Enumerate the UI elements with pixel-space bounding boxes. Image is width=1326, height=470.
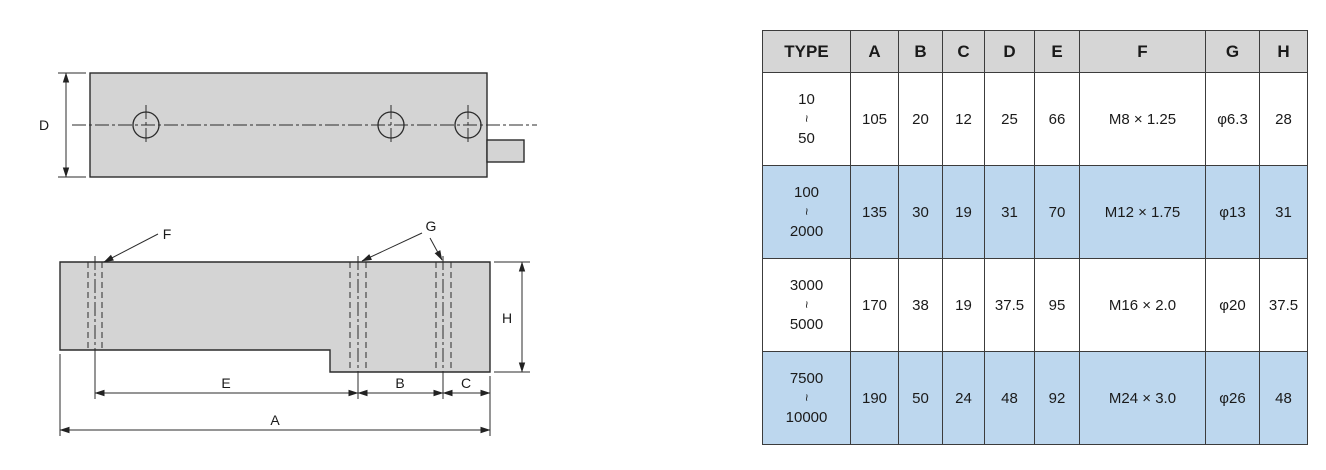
dimension-E: E	[94, 375, 359, 397]
table-row: 7500 ~ 10000 190 50 24 48 92 M24 × 3.0 φ…	[762, 351, 1308, 445]
cell-h: 28	[1259, 72, 1308, 166]
cell-e: 92	[1034, 351, 1080, 445]
tilde-separator: ~	[799, 114, 814, 123]
col-header-c: C	[942, 30, 985, 73]
cell-g: φ13	[1205, 165, 1260, 259]
leader-G: G	[361, 218, 443, 262]
cell-d: 25	[984, 72, 1035, 166]
cell-g: φ26	[1205, 351, 1260, 445]
cell-b: 50	[898, 351, 943, 445]
load-cell-drawing: D F G	[39, 72, 537, 436]
col-header-f: F	[1079, 30, 1206, 73]
range-end: 5000	[789, 315, 824, 333]
dim-label-H: H	[502, 310, 512, 326]
range-end: 50	[798, 129, 815, 147]
dim-label-B: B	[395, 375, 404, 391]
cell-d: 37.5	[984, 258, 1035, 352]
dim-label-A: A	[270, 412, 280, 428]
range-start: 3000	[789, 276, 824, 294]
cell-a: 105	[850, 72, 899, 166]
dimensions-table: TYPE A B C D E F G H 10 ~ 50 105 20 12	[762, 30, 1308, 445]
cell-c: 19	[942, 165, 985, 259]
range-start: 10	[798, 90, 815, 108]
cell-e: 95	[1034, 258, 1080, 352]
cell-a: 170	[850, 258, 899, 352]
table-row: 100 ~ 2000 135 30 19 31 70 M12 × 1.75 φ1…	[762, 165, 1308, 259]
dimension-A: A	[59, 412, 491, 434]
cell-c: 12	[942, 72, 985, 166]
cell-f: M24 × 3.0	[1079, 351, 1206, 445]
col-header-d: D	[984, 30, 1035, 73]
tilde-separator: ~	[799, 207, 814, 216]
col-header-type: TYPE	[762, 30, 851, 73]
dim-label-D: D	[39, 117, 49, 133]
cell-c: 24	[942, 351, 985, 445]
range-end: 10000	[785, 408, 828, 426]
cell-f: M12 × 1.75	[1079, 165, 1206, 259]
cell-type: 7500 ~ 10000	[762, 351, 851, 445]
table-row: 10 ~ 50 105 20 12 25 66 M8 × 1.25 φ6.3 2…	[762, 72, 1308, 166]
tilde-separator: ~	[799, 393, 814, 402]
cell-type: 3000 ~ 5000	[762, 258, 851, 352]
cell-type: 10 ~ 50	[762, 72, 851, 166]
col-header-h: H	[1259, 30, 1308, 73]
range-start: 100	[793, 183, 820, 201]
cell-d: 48	[984, 351, 1035, 445]
cell-f: M16 × 2.0	[1079, 258, 1206, 352]
dim-label-F: F	[163, 226, 172, 242]
col-header-g: G	[1205, 30, 1260, 73]
hole-G1-hidden-lines	[349, 256, 367, 378]
range-end: 2000	[789, 222, 824, 240]
plan-view: F G H E B	[59, 218, 530, 436]
cell-g: φ6.3	[1205, 72, 1260, 166]
cell-g: φ20	[1205, 258, 1260, 352]
dim-label-E: E	[221, 375, 230, 391]
cell-d: 31	[984, 165, 1035, 259]
cell-f: M8 × 1.25	[1079, 72, 1206, 166]
cell-h: 31	[1259, 165, 1308, 259]
col-header-b: B	[898, 30, 943, 73]
cell-e: 70	[1034, 165, 1080, 259]
leader-F: F	[103, 226, 172, 263]
dimension-C: C	[442, 375, 491, 397]
cell-b: 20	[898, 72, 943, 166]
tilde-separator: ~	[799, 300, 814, 309]
cell-type: 100 ~ 2000	[762, 165, 851, 259]
cell-b: 30	[898, 165, 943, 259]
cable-tab	[486, 139, 525, 163]
stepped-body-outline	[59, 261, 491, 373]
hole-G2-hidden-lines	[435, 256, 452, 378]
header-row: TYPE A B C D E F G H	[762, 30, 1308, 73]
dimension-D: D	[39, 72, 86, 178]
hole-F-hidden-lines	[87, 256, 103, 356]
dim-label-C: C	[461, 375, 471, 391]
spec-table-container: TYPE A B C D E F G H 10 ~ 50 105 20 12	[762, 30, 1308, 445]
dim-label-G: G	[426, 218, 437, 234]
col-header-e: E	[1034, 30, 1080, 73]
cell-a: 135	[850, 165, 899, 259]
range-start: 7500	[789, 369, 824, 387]
cell-a: 190	[850, 351, 899, 445]
side-view: D	[39, 72, 537, 178]
cell-h: 48	[1259, 351, 1308, 445]
cell-c: 19	[942, 258, 985, 352]
cell-h: 37.5	[1259, 258, 1308, 352]
table-row: 3000 ~ 5000 170 38 19 37.5 95 M16 × 2.0 …	[762, 258, 1308, 352]
cell-e: 66	[1034, 72, 1080, 166]
cell-b: 38	[898, 258, 943, 352]
dimension-H: H	[494, 261, 530, 373]
col-header-a: A	[850, 30, 899, 73]
dimension-B: B	[357, 375, 444, 397]
